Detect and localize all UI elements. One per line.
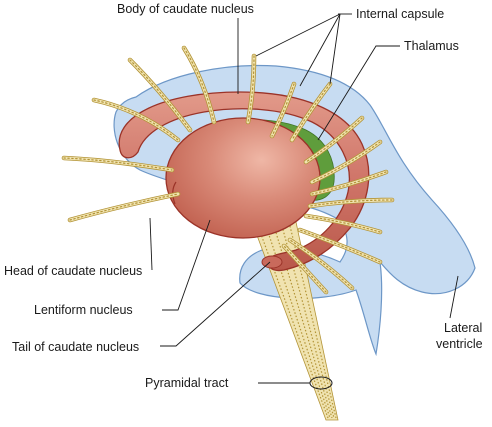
label-thalamus: Thalamus [404,39,459,53]
label-lentiform: Lentiform nucleus [34,303,133,317]
head-caudate-curl [172,181,177,205]
label-lateral-ventricle-2: ventricle [436,337,483,351]
leader-lentiform [162,219,211,311]
leader-tail-caudate [160,261,271,347]
leader-internal-capsule-3 [329,13,341,85]
internal-capsule-fibres [61,45,395,295]
leader-lines [149,13,459,384]
label-head-caudate: Head of caudate nucleus [4,264,142,278]
labels: Body of caudate nucleus Internal capsule… [4,2,483,390]
leader-internal-capsule-1 [255,13,341,57]
label-tail-caudate: Tail of caudate nucleus [12,340,139,354]
leader-head-caudate [149,217,153,271]
label-body-caudate: Body of caudate nucleus [117,2,254,16]
leader-internal-capsule-2 [299,13,341,87]
leader-thalamus [317,45,400,141]
leader-lateral-ventricle [449,275,459,319]
label-internal-capsule: Internal capsule [356,7,444,21]
label-pyramidal: Pyramidal tract [145,376,229,390]
label-lateral-ventricle-1: Lateral [444,321,482,335]
